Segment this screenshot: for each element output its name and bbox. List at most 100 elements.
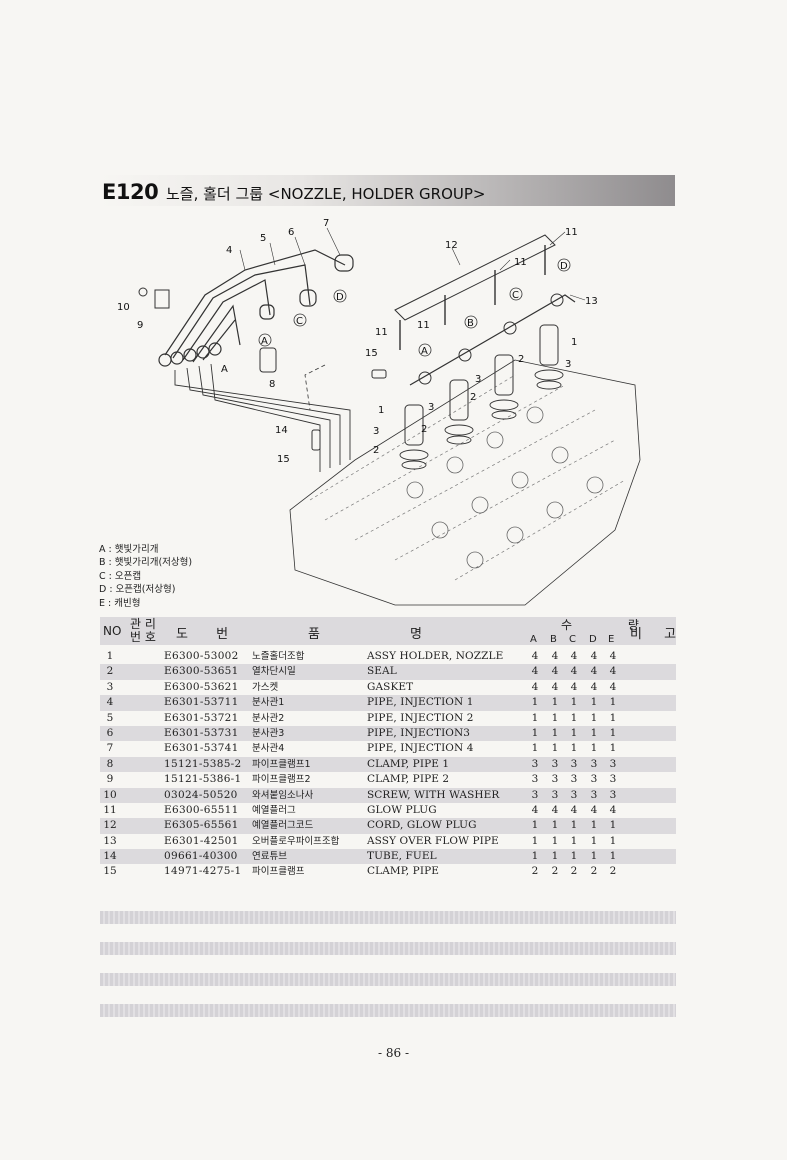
drawing-number: 09661-40300: [164, 850, 238, 863]
quantity-d: 1: [590, 819, 598, 832]
drawing-number: 15121-5386-1: [164, 773, 242, 786]
quantity-b: 1: [551, 726, 559, 739]
part-name-korean: 분사관4: [252, 743, 285, 755]
legend-item: B : 햇빛가리개(저상형): [99, 557, 193, 569]
quantity-c: 3: [570, 757, 578, 770]
header-qty-d: D: [589, 634, 597, 645]
drawing-number: 15121-5385-2: [164, 757, 242, 770]
part-name-english: CLAMP, PIPE: [367, 865, 439, 878]
part-name-korean: 열차단시일: [252, 666, 296, 678]
quantity-a: 4: [531, 803, 539, 816]
empty-row-band: [100, 942, 676, 955]
quantity-b: 4: [551, 803, 559, 816]
part-name-korean: 파이프클램프2: [252, 774, 311, 786]
drawing-number: E6300-53002: [164, 650, 239, 662]
title-bar: [100, 175, 675, 206]
legend-item: E : 캐빈형: [99, 597, 141, 609]
quantity-a: 4: [531, 650, 539, 662]
quantity-d: 4: [590, 803, 598, 816]
quantity-b: 3: [551, 757, 559, 770]
quantity-b: 4: [551, 650, 559, 662]
header-name-part2: 명: [410, 627, 422, 642]
quantity-c: 1: [570, 711, 578, 724]
quantity-d: 1: [590, 834, 598, 847]
quantity-d: 1: [590, 726, 598, 739]
row-number: 9: [106, 773, 114, 786]
drawing-number: E6300-53621: [164, 680, 239, 693]
header-qty-e: E: [608, 634, 615, 645]
callout-11a: 11: [565, 227, 578, 238]
header-drawing-number: 도 번: [176, 627, 241, 642]
quantity-c: 1: [570, 834, 578, 847]
quantity-b: 1: [551, 850, 559, 863]
callout-10: 10: [117, 302, 130, 313]
marker-d: D: [336, 292, 344, 303]
callout-3c: 3: [428, 402, 434, 413]
callout-2: 2: [518, 354, 524, 365]
quantity-b: 1: [551, 834, 559, 847]
callout-2b: 2: [373, 445, 379, 456]
quantity-d: 3: [590, 788, 598, 801]
drawing-number: E6301-53711: [164, 696, 239, 709]
quantity-b: 1: [551, 819, 559, 832]
marker-d2: D: [560, 261, 568, 272]
part-name-korean: 분사관2: [252, 712, 285, 724]
quantity-c: 4: [570, 680, 578, 693]
callout-14: 14: [275, 425, 288, 436]
empty-row-band: [100, 1004, 676, 1017]
row-number: 11: [103, 803, 117, 816]
quantity-a: 1: [531, 819, 539, 832]
part-name-english: PIPE, INJECTION3: [367, 726, 471, 739]
quantity-a: 1: [531, 834, 539, 847]
page-number: - 86 -: [377, 1046, 409, 1060]
callout-9: 9: [137, 320, 143, 331]
callout-3b: 3: [373, 426, 379, 437]
drawing-number: E6300-65511: [164, 803, 239, 816]
quantity-b: 4: [551, 665, 559, 678]
callout-13: 13: [585, 296, 598, 307]
drawing-number: E6301-53731: [164, 726, 239, 739]
part-name-english: PIPE, INJECTION 4: [367, 742, 474, 755]
quantity-a: 1: [531, 850, 539, 863]
quantity-a: 4: [531, 665, 539, 678]
quantity-e: 1: [609, 711, 617, 724]
part-name-korean: 분사관3: [252, 727, 285, 739]
part-name-english: CLAMP, PIPE 2: [367, 773, 450, 786]
part-name-korean: 가스켓: [252, 681, 279, 693]
quantity-c: 1: [570, 819, 578, 832]
legend-item: C : 오픈캡: [99, 570, 142, 582]
row-number: 14: [103, 850, 117, 863]
part-name-english: PIPE, INJECTION 1: [367, 696, 474, 709]
header-remarks: 비 고: [630, 627, 686, 642]
header-qty-b: B: [550, 634, 557, 645]
part-name-korean: 와셔붙임소나사: [252, 789, 314, 801]
part-name-korean: 예열플러그: [252, 804, 296, 816]
quantity-d: 1: [590, 850, 598, 863]
quantity-d: 1: [590, 742, 598, 755]
part-name-english: ASSY HOLDER, NOZZLE: [367, 650, 504, 662]
quantity-a: 1: [531, 742, 539, 755]
part-name-korean: 예열플러그코드: [252, 820, 314, 832]
callout-12: 12: [445, 240, 458, 251]
part-name-korean: 파이프클램프: [252, 866, 305, 878]
callout-7: 7: [323, 218, 329, 229]
callout-3d: 3: [475, 374, 481, 385]
marker-c: C: [296, 316, 303, 327]
marker-b: B: [467, 318, 474, 329]
quantity-e: 3: [609, 788, 617, 801]
part-name-english: GLOW PLUG: [367, 803, 437, 816]
header-no: NO: [103, 624, 122, 638]
quantity-c: 4: [570, 650, 578, 662]
quantity-c: 3: [570, 773, 578, 786]
quantity-a: 1: [531, 696, 539, 709]
callout-1b: 1: [378, 405, 384, 416]
